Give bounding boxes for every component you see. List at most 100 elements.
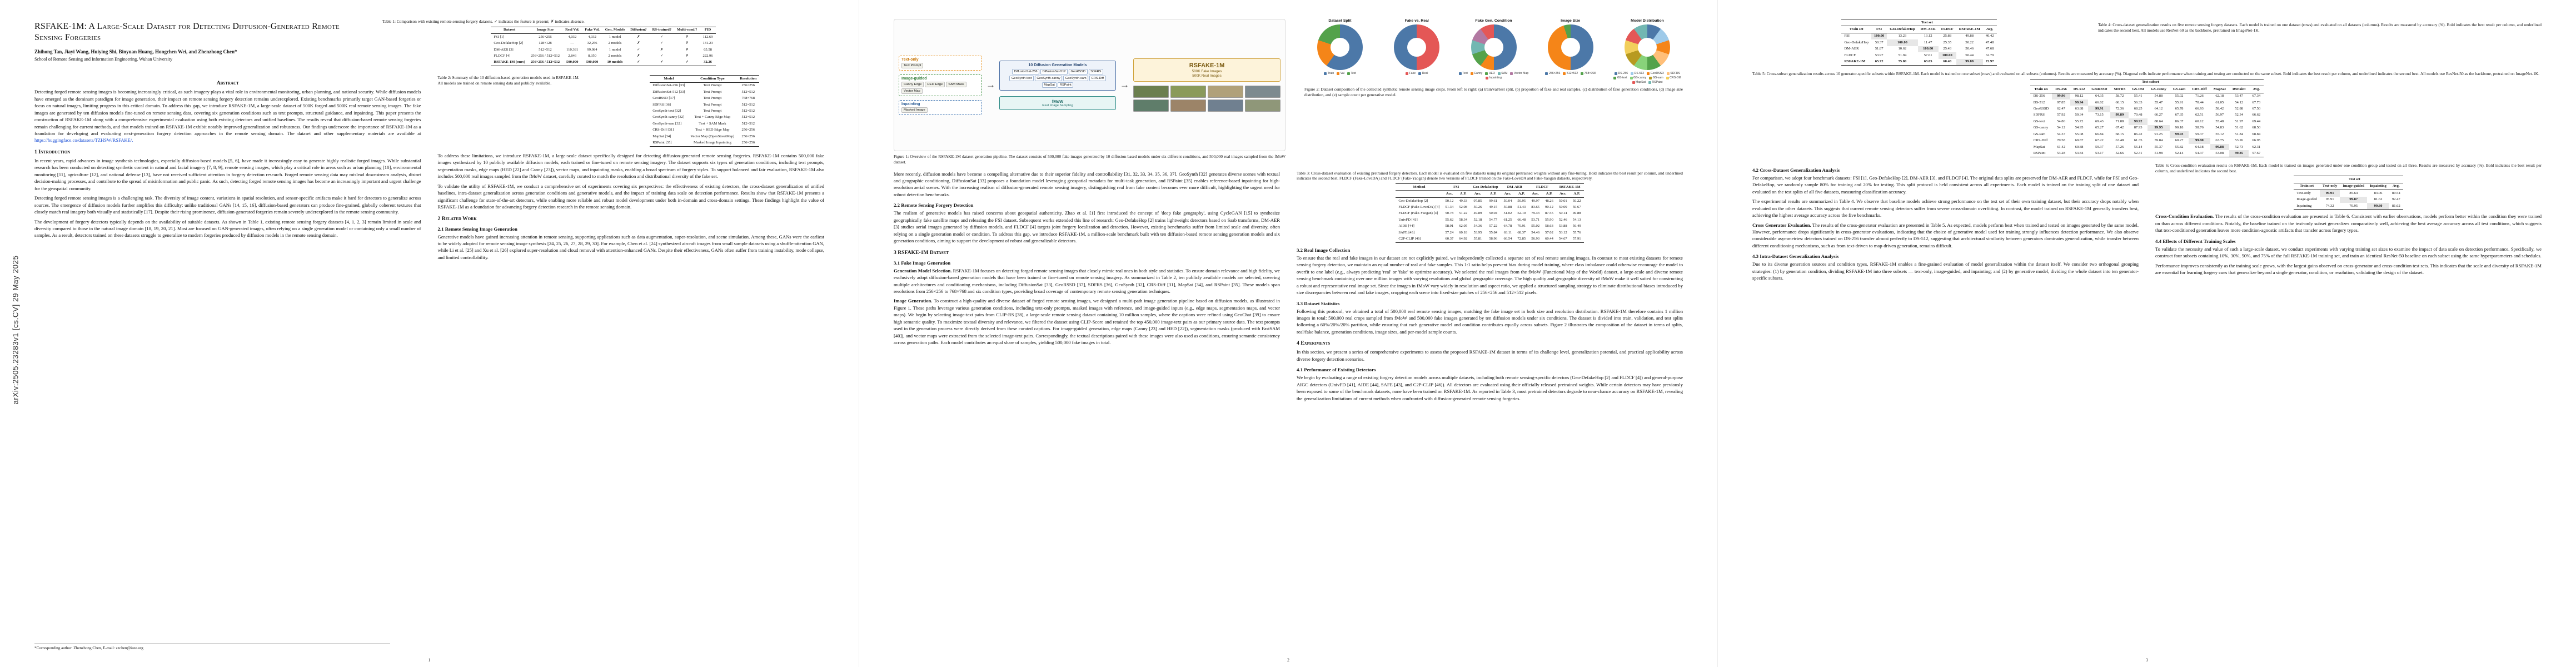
- table-cell: 52.08: [1459, 205, 1468, 209]
- list-item: Vector Map: [901, 88, 923, 94]
- section-2-heading: 2 Related Work: [437, 215, 477, 222]
- table-cell: 55.62: [1445, 217, 1454, 222]
- table-cell: 57.91: [1572, 237, 1581, 241]
- table-col-group: RSFAKE-1M: [1556, 183, 1584, 191]
- table-cell: GS-canny: [2033, 126, 2049, 130]
- table-cell: 54.12: [2235, 100, 2244, 104]
- table-cell: 25.88: [1943, 34, 1952, 38]
- table-cell: 72.97: [1985, 59, 1994, 64]
- table-cell: 99.88: [1956, 58, 1983, 66]
- legend-item: Test: [1347, 72, 1356, 75]
- cross-condition-label: Cross-Condition Evaluation.: [2155, 213, 2214, 220]
- table-header-cell: GS-canny: [2147, 86, 2170, 93]
- table-cell: 62.79: [1985, 53, 1994, 57]
- table-cell: 54.37: [2195, 151, 2204, 155]
- dataset-link[interactable]: https://huggingface.co/datasets/TZHSW/RS…: [34, 137, 133, 143]
- group-title: Inpainting: [901, 102, 920, 106]
- table-cell: GeoRSSD [37]: [652, 96, 675, 101]
- table-cell: Text Prompt: [703, 89, 722, 94]
- table-cell: 49.15: [1489, 205, 1498, 209]
- table-cell: 67.42: [2115, 126, 2124, 130]
- table-header-cell: Gen. Models: [602, 27, 628, 34]
- table-cell: Vector Map (OpenStreetMap): [690, 134, 735, 138]
- donut-chart: [1317, 24, 1363, 70]
- sample-thumbnail: [1245, 86, 1280, 98]
- table-cell: 65.78: [2175, 107, 2184, 111]
- table-cell: 70.44: [2195, 100, 2204, 104]
- table-header-cell: FLDCF: [1938, 26, 1956, 33]
- table-cell: 55.82: [2175, 145, 2184, 149]
- page3-right-column: Table 6: Cross-condition evaluation resu…: [2155, 163, 2542, 285]
- arrow-right-icon: →: [986, 79, 995, 90]
- table-cell: 1 model: [609, 34, 621, 39]
- image-generation-label: Image Generation.: [894, 298, 933, 304]
- pipeline-output: RSFAKE-1M 500K Fake Images 500K Real Ima…: [1133, 58, 1280, 112]
- table-cell: 8,350: [588, 54, 596, 58]
- table-cell: 99.92: [2129, 118, 2148, 125]
- table-cell: 222.96: [702, 54, 713, 58]
- table-header-cell: Acc.: [1470, 190, 1486, 198]
- table-cell: 99.95: [2147, 125, 2170, 132]
- page1-right-column: Table 2: Summary of the 10 diffusion-bas…: [437, 75, 825, 263]
- table-cell: 25.43: [1943, 47, 1952, 51]
- table-cell: 53.84: [2075, 151, 2084, 155]
- table-header-cell: Dataset: [491, 27, 528, 34]
- table2-block: Table 2: Summary of the 10 diffusion-bas…: [438, 75, 825, 150]
- table-cell: 90.12: [1545, 205, 1553, 209]
- table-cell: DS-256: [2033, 94, 2045, 98]
- table-cell: 65.58: [704, 47, 712, 52]
- table-cell: 51.43: [1517, 205, 1526, 209]
- existing-detectors-paragraph: We begin by evaluating a range of existi…: [1297, 375, 1683, 401]
- list-item: Canny Edge: [901, 81, 924, 87]
- table-cell: GS-text: [2033, 119, 2045, 123]
- table-cell: GeoSynth-text [32]: [652, 109, 681, 113]
- table-cell: 87.93: [2134, 126, 2142, 130]
- table-cell: 512×512: [741, 109, 755, 113]
- table-cell: 53.47: [2235, 94, 2244, 98]
- corresponding-author-footnote: *Corresponding author: Zhenzhong Chen, E…: [34, 644, 390, 650]
- table-cell: 60.27: [2175, 138, 2184, 143]
- table-header-cell: Acc.: [1528, 190, 1543, 198]
- table-cell: 61.05: [2215, 100, 2224, 104]
- table-cell: 71.88: [2115, 119, 2124, 123]
- related-paragraph: Generative models have gained increasing…: [437, 233, 825, 260]
- table1-caption: Table 1: Comparison with existing remote…: [382, 19, 585, 24]
- table-cell: 61.35: [2134, 138, 2142, 143]
- table-header-cell: MapSat: [2210, 86, 2229, 93]
- table-cell: 59.37: [2095, 145, 2104, 149]
- legend-item: GS-canny: [1630, 76, 1646, 79]
- table-cell: 56.14: [2134, 145, 2142, 149]
- table-cell: 55.81: [1473, 237, 1482, 241]
- page-number: 2: [1287, 658, 1289, 663]
- table-cell: 89.54: [2391, 191, 2400, 195]
- table-cell: 52.34: [2235, 113, 2244, 117]
- table-cell: 58.42: [2215, 107, 2224, 111]
- table-col-group: Method: [1396, 183, 1443, 191]
- table-cell: ✓: [637, 47, 640, 52]
- table-cell: SAFE [43]: [1398, 230, 1415, 235]
- table-header-cell: Acc.: [1501, 190, 1515, 198]
- table-cell: 47.48: [1985, 40, 1994, 44]
- table-cell: 60.40: [1943, 59, 1952, 64]
- table-cell: 50.04: [1489, 211, 1498, 216]
- related-paragraph: More recently, diffusion models have bec…: [894, 171, 1280, 197]
- cross-generator-paragraph: Cross Generator Evaluation. The results …: [1752, 222, 2139, 250]
- table-cell: Geo-DefakeHop [2]: [494, 41, 524, 46]
- table-cell: 95.91: [2325, 197, 2334, 202]
- table-cell: 97.85: [1473, 198, 1482, 203]
- table-header-cell: [1396, 190, 1443, 198]
- cross-dataset-paragraph: For comparison, we adopt four benchmark …: [1752, 175, 2139, 195]
- cross-generator-text: The results of the cross-generator evalu…: [1752, 222, 2139, 248]
- table-cell: ✓: [685, 60, 689, 64]
- section-4-1-heading: 4.1 Performance of Existing Detectors: [1297, 367, 1376, 373]
- training-scale-paragraph: To validate the necessity and value of s…: [2155, 246, 2542, 259]
- table-cell: 92.47: [2391, 197, 2400, 202]
- table-cell: ✓: [660, 60, 664, 64]
- table-header-cell: GS-text: [2129, 86, 2148, 93]
- table-cell: GeoSynth-canny [32]: [652, 115, 685, 120]
- cross-condition-paragraph: Cross-Condition Evaluation. The results …: [2155, 213, 2542, 233]
